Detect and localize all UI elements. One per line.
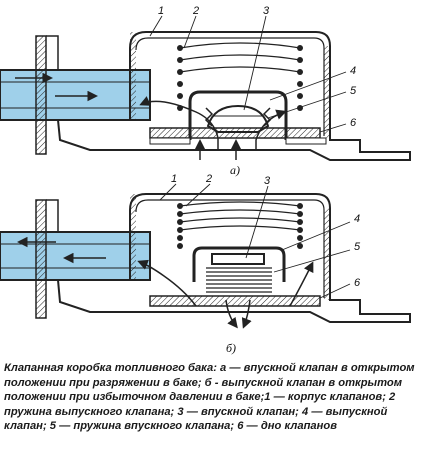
pipe-flange-a [35, 35, 47, 155]
callout-b-2: 2 [205, 173, 212, 185]
callout-b-1: 1 [171, 173, 177, 185]
valve-bottom-b [149, 295, 321, 307]
view-b: 1 2 3 4 5 6 б) [0, 173, 411, 355]
valve-bottom-a [149, 127, 321, 139]
sublabel-b: б) [226, 341, 236, 355]
view-a: 1 2 3 4 5 6 а) [0, 5, 411, 177]
callout-a-3: 3 [263, 5, 270, 17]
outlet-valve-b [192, 246, 286, 282]
pipe-flange-b [35, 199, 47, 319]
callout-a-6: 6 [350, 117, 357, 129]
valve-box-diagram: 1 2 3 4 5 6 а) [0, 5, 411, 355]
inlet-spring-b [206, 267, 272, 293]
callout-b-6: 6 [354, 277, 361, 289]
callout-a-1: 1 [158, 5, 164, 17]
callout-b-4: 4 [354, 213, 360, 225]
inlet-valve-b [211, 253, 265, 265]
callout-b-5: 5 [354, 241, 361, 253]
inlet-pipe-b [0, 231, 151, 281]
callout-a-4: 4 [350, 65, 356, 77]
callout-a-5: 5 [350, 85, 357, 97]
sublabel-a: а) [230, 163, 240, 177]
inlet-valve-a [206, 104, 270, 133]
figure-caption: Клапанная коробка топливного бака: а — в… [4, 362, 415, 433]
callout-a-2: 2 [192, 5, 199, 17]
callout-b-3: 3 [264, 175, 271, 187]
outlet-valve-a [188, 90, 288, 140]
